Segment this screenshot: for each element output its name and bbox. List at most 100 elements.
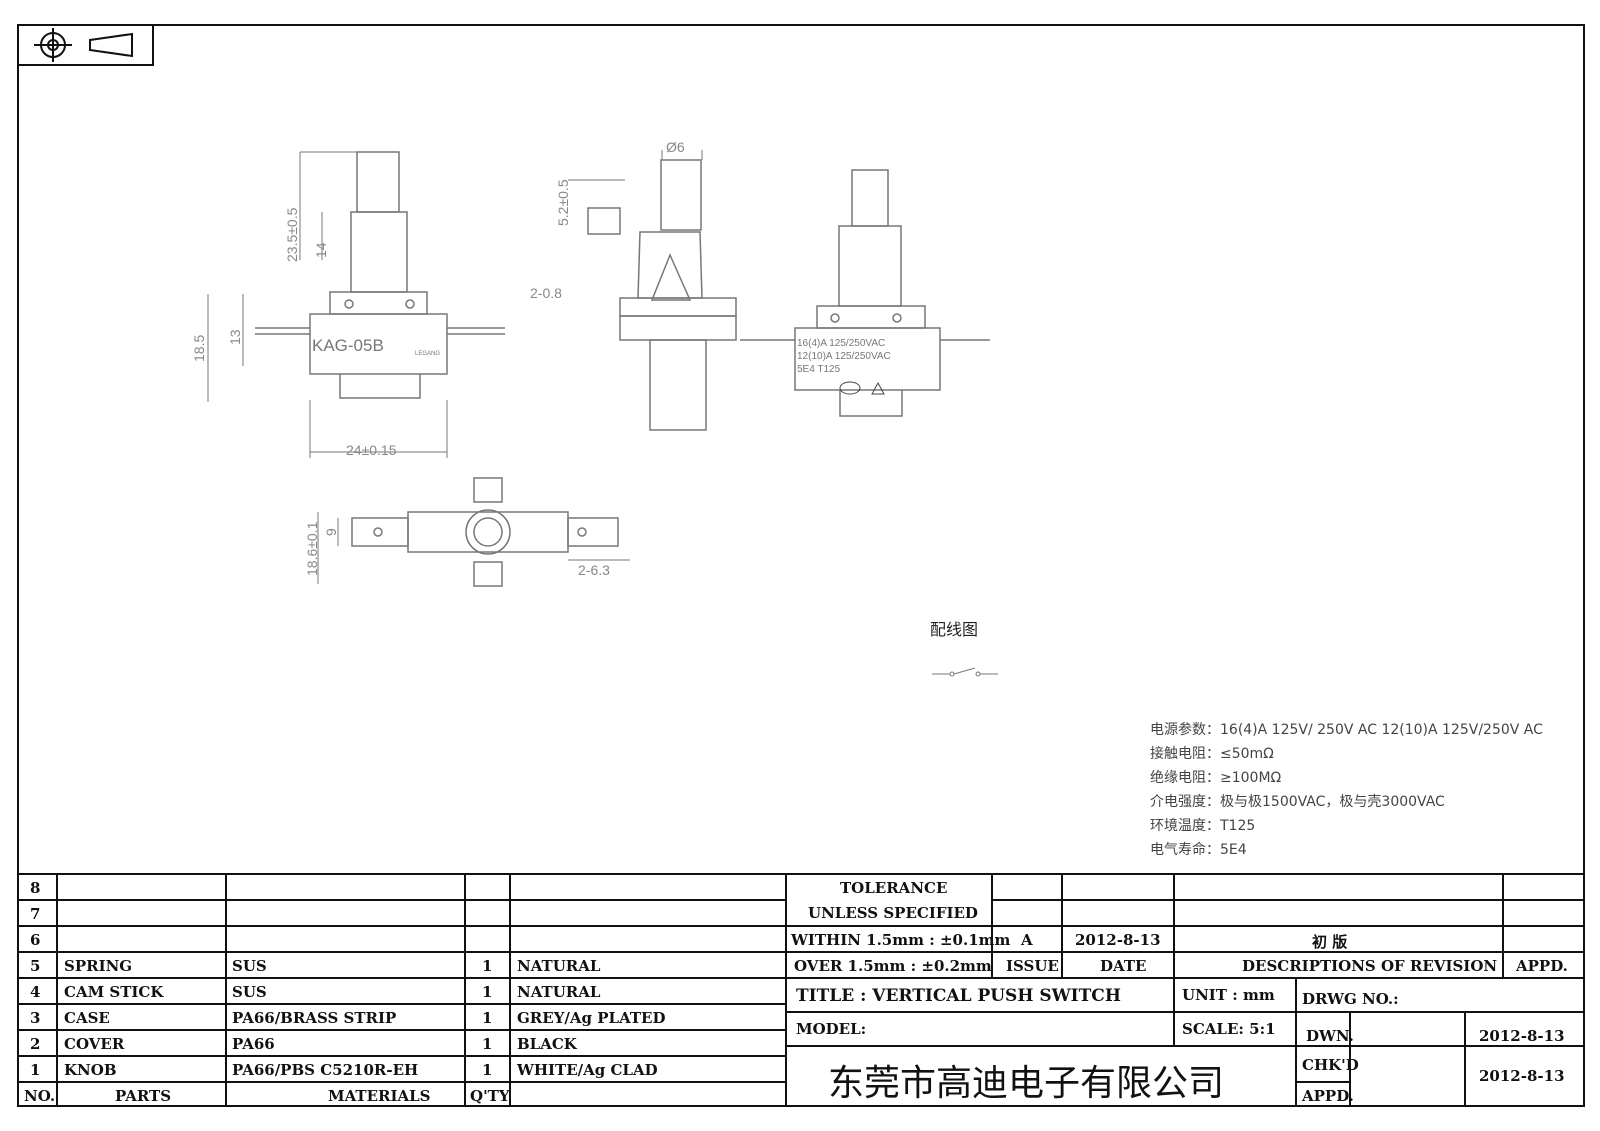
rating-line-3: 5E4 T125 [797,364,841,375]
bom-qty: 1 [482,1061,493,1079]
title-block-grid [17,873,1585,1107]
bom-row-number: 8 [30,879,41,897]
scale-field: SCALE: 5:1 [1182,1020,1276,1038]
spec-value: T125 [1220,818,1256,834]
bom-material: PA66/BRASS STRIP [232,1009,397,1027]
spec-value: 极与极1500VAC，极与壳3000VAC [1220,794,1445,810]
bom-row-number: 5 [30,957,41,975]
spec-row: 接触电阻：≤50mΩ [1150,742,1543,766]
bom-row-number: 7 [30,905,41,923]
bom-header-qty: Q'TY [470,1087,510,1105]
date-label: DATE [1100,957,1147,975]
switch-wiring-symbol-icon [932,667,998,677]
drawing-number-field: DRWG NO.: [1302,990,1399,1008]
spec-label: 介电强度： [1150,794,1220,810]
bom-qty: 1 [482,983,493,1001]
spec-label: 电源参数： [1150,722,1220,738]
dim-height-total: 23.5±0.5 [284,207,300,262]
bom-material: PA66 [232,1035,275,1053]
dim-body-height: 18.5 [191,335,207,362]
bom-header-materials: MATERIALS [328,1087,431,1105]
spec-label: 环境温度： [1150,818,1220,834]
spec-label: 绝缘电阻： [1150,770,1220,786]
revision-description: 初 版 [1312,933,1348,951]
bom-row-number: 6 [30,931,41,949]
dim-tab-thickness: 2-0.8 [530,285,562,301]
bom-row-number: 1 [30,1061,41,1079]
issue-value: A [1021,931,1033,949]
bom-row-number: 2 [30,1035,41,1053]
company-name: 东莞市高迪电子有限公司 [828,1063,1225,1104]
bottom-view [317,477,630,587]
projection-symbol-icon [34,28,133,62]
tolerance-within: WITHIN 1.5mm : ±0.1mm [791,931,1011,949]
dim-diameter: Ø6 [666,139,685,155]
spec-row: 介电强度：极与极1500VAC，极与壳3000VAC [1150,790,1543,814]
spec-label: 接触电阻： [1150,746,1220,762]
dim-depth: 18.6±0.1 [304,521,320,576]
bom-finish: NATURAL [517,957,601,975]
dim-body-width: 24±0.15 [346,442,397,458]
dim-tab-width: 2-6.3 [578,562,610,578]
rear-view [740,169,990,417]
issue-label: ISSUE [1006,957,1059,975]
descriptions-label: DESCRIPTIONS OF REVISION [1242,957,1498,975]
bom-part: CASE [64,1009,110,1027]
checked-date: 2012-8-13 [1479,1067,1565,1085]
bom-finish: WHITE/Ag CLAD [517,1061,658,1079]
checked-label: CHK'D [1302,1056,1359,1074]
bom-part: CAM STICK [64,983,164,1001]
rating-line-2: 12(10)A 125/250VAC [797,351,891,362]
bom-header-no: NO. [24,1087,56,1105]
dim-body-upper: 13 [227,329,243,345]
approved-label-footer: APPD. [1302,1087,1354,1105]
tolerance-subheading: UNLESS SPECIFIED [808,904,978,922]
dim-stroke: 5.2±0.5 [555,179,571,226]
tolerance-over: OVER 1.5mm : ±0.2mm [794,957,992,975]
brand-marking: LEGANG [415,351,440,357]
spec-value: 5E4 [1220,842,1247,858]
bom-finish: BLACK [517,1035,577,1053]
rating-line-1: 16(4)A 125/250VAC [797,338,885,349]
dim-plunger: 14 [313,242,329,258]
bom-part: COVER [64,1035,125,1053]
front-view [207,151,505,458]
spec-row: 环境温度：T125 [1150,814,1543,838]
model-marking: KAG-05B [312,336,384,355]
wiring-diagram-label: 配线图 [930,620,979,639]
projection-symbol-box [17,24,154,66]
bom-qty: 1 [482,1035,493,1053]
bom-material: PA66/PBS C5210R-EH [232,1061,419,1079]
spec-value: ≤50mΩ [1220,746,1274,762]
drawing-title: TITLE : VERTICAL PUSH SWITCH [796,986,1121,1006]
bom-material: SUS [232,957,267,975]
bom-row-number: 4 [30,983,41,1001]
drawn-date: 2012-8-13 [1479,1027,1565,1045]
unit-field: UNIT : mm [1182,986,1275,1004]
dim-depth-inner: 9 [323,528,339,536]
bom-part: KNOB [64,1061,117,1079]
revision-date: 2012-8-13 [1075,931,1161,949]
approved-label: APPD. [1516,957,1568,975]
bom-finish: NATURAL [517,983,601,1001]
spec-row: 电气寿命：5E4 [1150,838,1543,862]
model-field: MODEL: [796,1020,867,1038]
spec-row: 电源参数：16(4)A 125V/ 250V AC 12(10)A 125V/2… [1150,718,1543,742]
spec-row: 绝缘电阻：≥100MΩ [1150,766,1543,790]
electrical-specifications: 电源参数：16(4)A 125V/ 250V AC 12(10)A 125V/2… [1150,718,1543,862]
bom-header-parts: PARTS [115,1087,172,1105]
spec-value: 16(4)A 125V/ 250V AC 12(10)A 125V/250V A… [1220,722,1543,738]
bom-finish: GREY/Ag PLATED [517,1009,666,1027]
bom-row-number: 3 [30,1009,41,1027]
spec-label: 电气寿命： [1150,842,1220,858]
spec-value: ≥100MΩ [1220,770,1282,786]
side-view [568,150,737,431]
bom-part: SPRING [64,957,133,975]
tolerance-heading: TOLERANCE [840,879,948,897]
bom-qty: 1 [482,957,493,975]
drawn-label: DWN. [1306,1027,1354,1045]
bom-material: SUS [232,983,267,1001]
certification-marks-icon [839,381,885,395]
bom-qty: 1 [482,1009,493,1027]
